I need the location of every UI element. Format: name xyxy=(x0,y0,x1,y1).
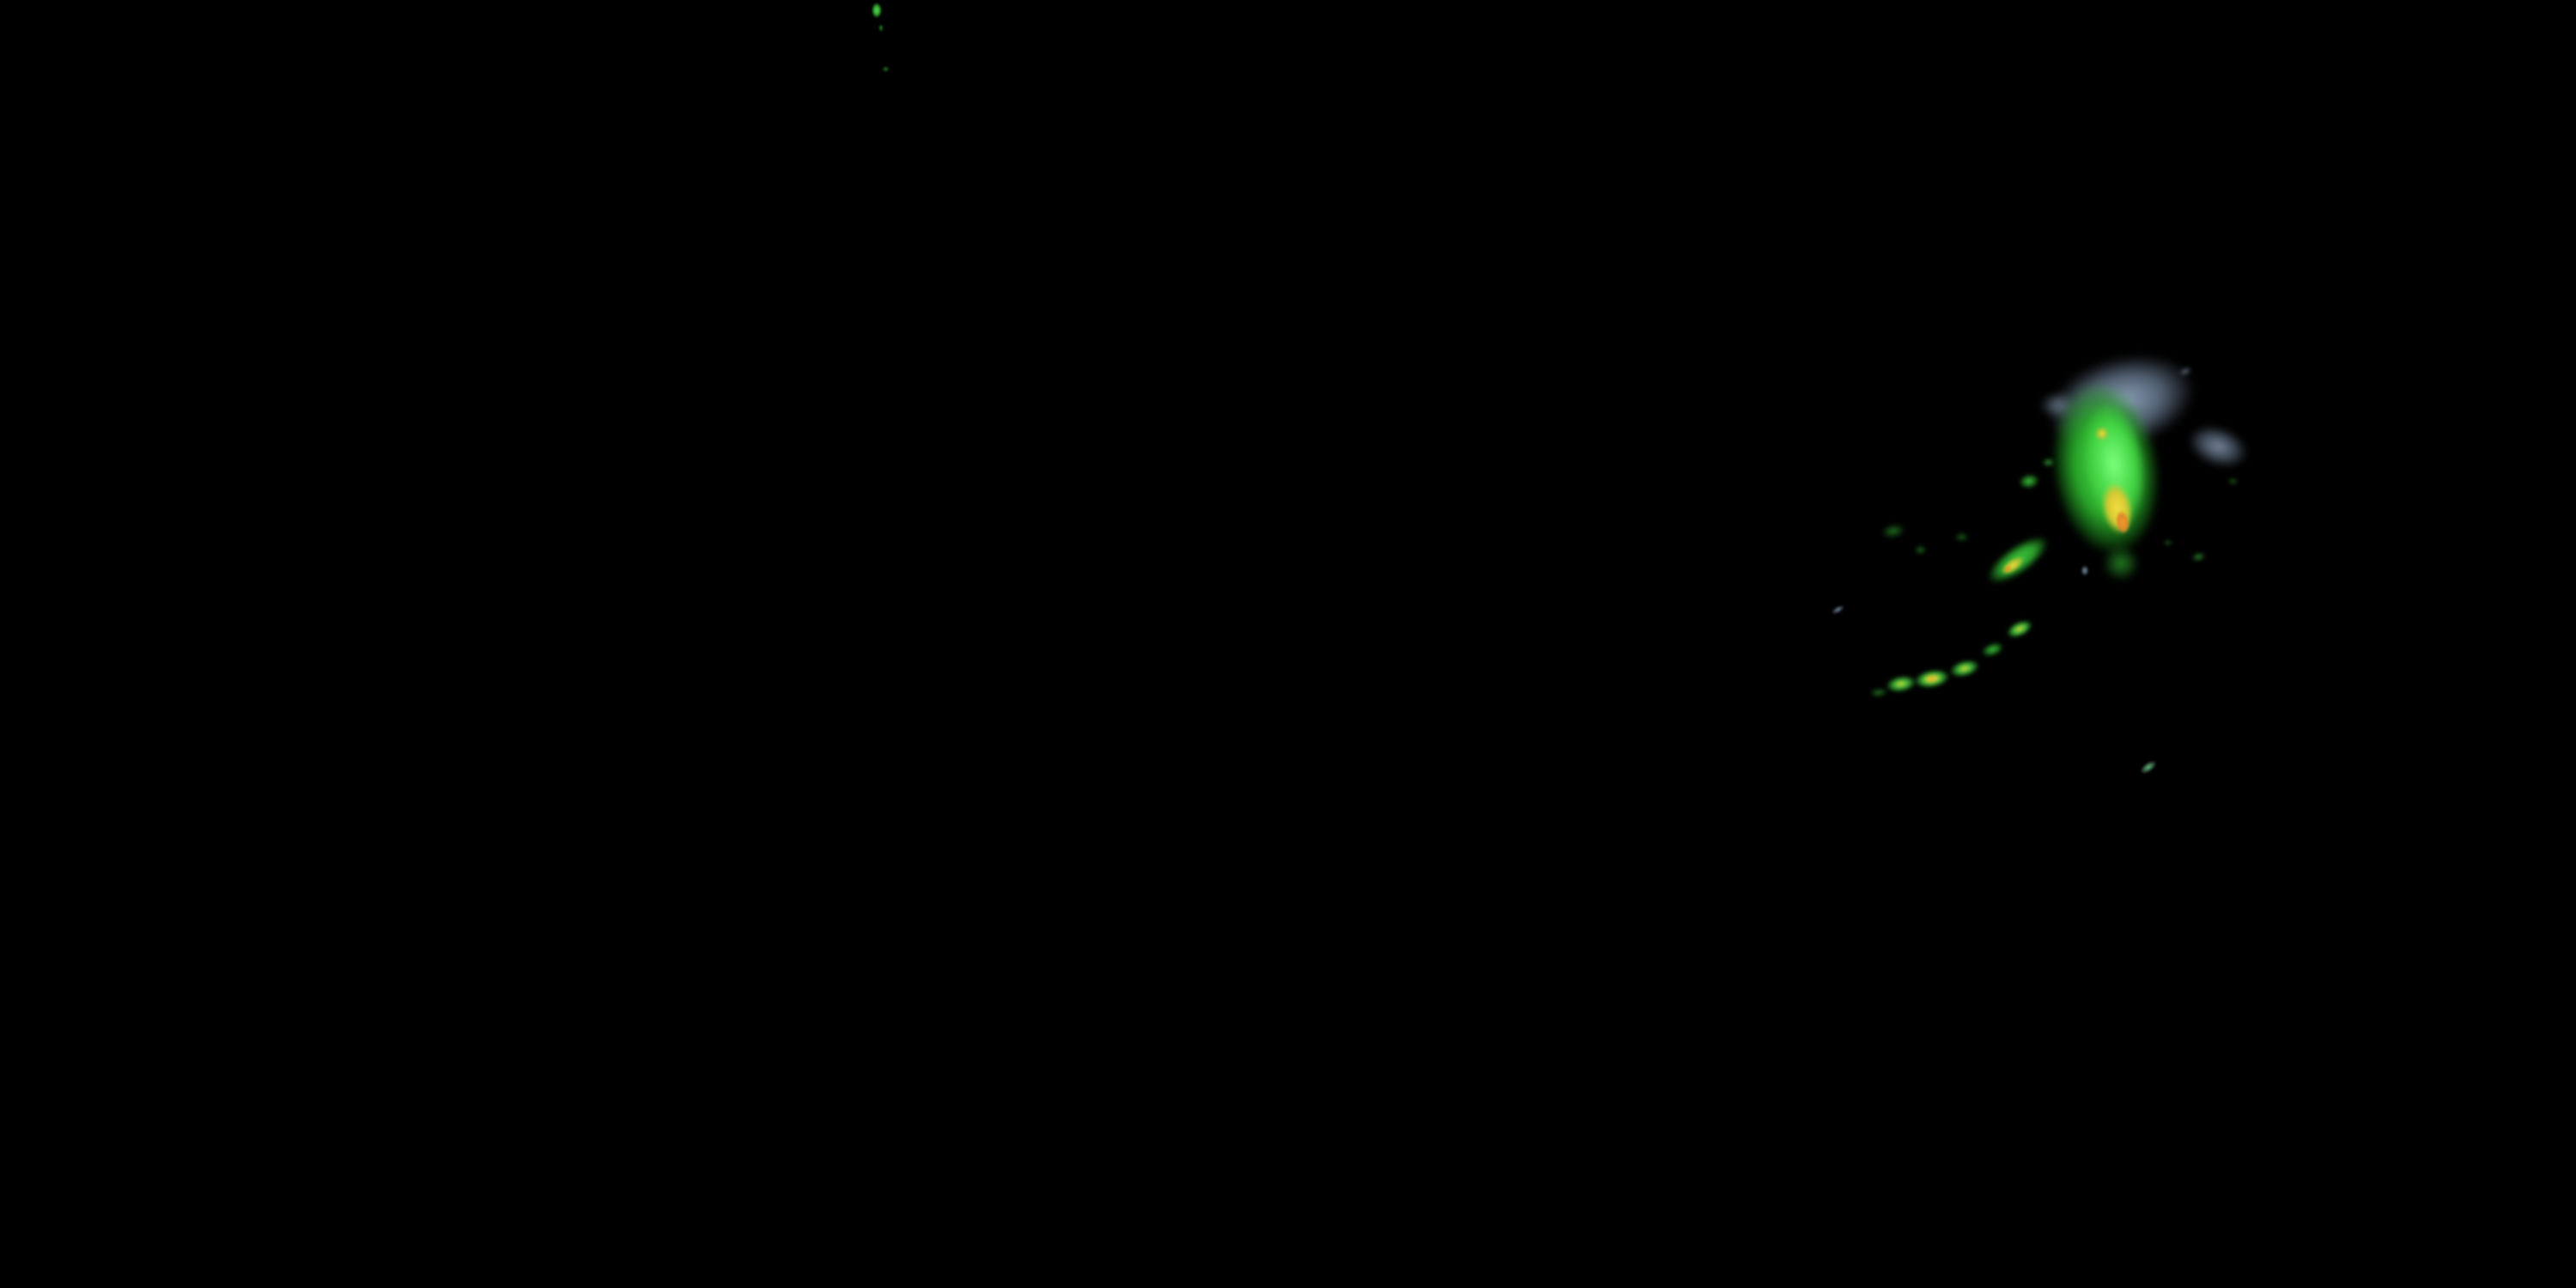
radar-echo xyxy=(2227,477,2239,485)
radar-echo xyxy=(2036,338,2206,465)
radar-echo xyxy=(2075,398,2154,530)
radar-echo xyxy=(1980,527,2056,592)
radar-echo xyxy=(2081,564,2089,576)
radar-echo xyxy=(1997,551,2028,579)
radar-echo xyxy=(1953,532,1969,542)
radar-echo xyxy=(1880,522,1907,539)
radar-echo xyxy=(1978,639,2006,659)
radar-echo xyxy=(1884,672,1918,695)
radar-echo xyxy=(2001,562,2014,574)
radar-echo xyxy=(2003,616,2036,641)
radar-echo xyxy=(2182,417,2254,476)
radar-echo xyxy=(881,65,890,72)
radar-echo xyxy=(1912,666,1952,690)
radar-echo xyxy=(2097,479,2138,538)
radar-echo xyxy=(2137,757,2160,776)
radar-echo xyxy=(1868,686,1889,698)
radar-echo xyxy=(1913,544,1927,555)
radar-echo xyxy=(2177,365,2194,377)
radar-echo xyxy=(1947,656,1982,680)
radar-echo xyxy=(878,23,884,32)
radar-echo xyxy=(2190,550,2207,562)
radar-echo xyxy=(2102,545,2140,581)
radar-echo xyxy=(872,3,882,18)
radar-echo xyxy=(2039,392,2075,419)
radar-echo xyxy=(2163,539,2173,546)
radar-echo xyxy=(2041,457,2055,467)
radar-echo xyxy=(2039,373,2172,563)
radar-echo xyxy=(2094,426,2110,441)
radar-echo xyxy=(2017,471,2041,490)
radar-echo xyxy=(2113,508,2132,536)
radar-echo xyxy=(1829,603,1846,617)
